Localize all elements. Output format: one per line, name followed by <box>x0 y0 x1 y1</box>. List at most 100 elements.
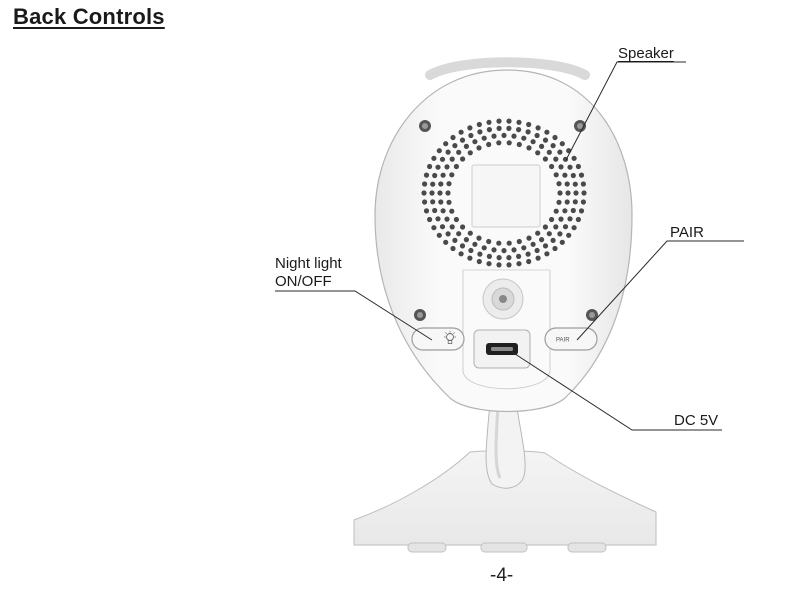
speaker-hole <box>535 255 541 261</box>
speaker-hole <box>542 224 549 230</box>
speaker-hole <box>435 216 441 222</box>
speaker-hole <box>564 181 570 187</box>
speaker-hole <box>477 251 483 257</box>
speaker-hole <box>476 145 482 151</box>
speaker-hole <box>463 143 469 149</box>
speaker-hole <box>526 145 532 151</box>
speaker-hole <box>534 132 540 139</box>
speaker-hole <box>427 163 433 170</box>
speaker-hole <box>460 224 466 230</box>
speaker-hole <box>570 172 576 179</box>
speaker-hole <box>458 251 464 257</box>
speaker-hole <box>506 118 512 124</box>
speaker-hole <box>521 245 527 251</box>
pair-button[interactable]: PAIR <box>544 327 598 351</box>
speaker-hole <box>481 135 487 141</box>
speaker-hole <box>496 255 502 261</box>
dc-power-port[interactable] <box>473 329 531 369</box>
speaker-hole <box>516 238 522 245</box>
speaker-hole <box>444 216 450 222</box>
dc-label: DC 5V <box>674 412 719 429</box>
speaker-hole <box>453 216 459 223</box>
speaker-hole <box>436 148 442 154</box>
speaker-hole <box>558 164 564 170</box>
speaker-hole <box>431 155 437 161</box>
speaker-hole <box>458 129 464 135</box>
speaker-hole <box>562 172 568 178</box>
speaker-hole <box>450 134 456 141</box>
speaker-hole <box>423 172 430 178</box>
speaker-hole <box>567 216 573 222</box>
speaker-hole <box>452 237 458 243</box>
speaker-hole <box>580 199 587 205</box>
speaker-hole <box>496 118 502 124</box>
speaker-hole <box>446 181 452 187</box>
speaker-hole <box>562 224 569 230</box>
speaker-hole <box>581 190 587 196</box>
night-light-button[interactable] <box>411 327 465 351</box>
speaker-hole <box>550 237 556 243</box>
speaker-hole <box>544 251 550 257</box>
speaker-hole <box>564 199 570 205</box>
speaker-hole <box>530 139 536 145</box>
speaker-hole <box>486 141 492 148</box>
speaker-hole <box>468 132 474 139</box>
speaker-hole <box>423 208 430 214</box>
speaker-hole <box>446 199 452 205</box>
speaker-hole <box>453 163 459 170</box>
speaker-hole <box>445 231 451 237</box>
speaker-hole <box>486 119 492 125</box>
speaker-grille <box>421 118 587 268</box>
speaker-hole <box>481 245 487 251</box>
camera-body <box>374 69 633 413</box>
speaker-hole <box>552 245 558 252</box>
speaker-hole <box>438 199 444 205</box>
speaker-hole <box>550 143 556 149</box>
speaker-hole <box>506 255 512 261</box>
speaker-hole <box>430 181 436 187</box>
speaker-hole <box>557 149 563 155</box>
speaker-hole <box>516 141 522 148</box>
speaker-hole <box>445 190 451 196</box>
speaker-hole <box>580 181 587 187</box>
speaker-hole <box>439 224 446 230</box>
speaker-hole <box>559 239 565 245</box>
speaker-hole <box>572 199 578 205</box>
speaker-hole <box>472 241 478 247</box>
speaker-hole <box>506 240 512 246</box>
speaker-hole <box>432 207 438 214</box>
speaker-hole <box>573 190 579 196</box>
speaker-hole <box>476 121 482 128</box>
speaker-hole <box>525 129 531 135</box>
callout-lines <box>275 61 744 431</box>
speaker-hole <box>575 163 582 170</box>
speaker-hole <box>516 119 522 125</box>
lightbulb-icon <box>444 331 456 344</box>
speaker-hole <box>553 208 559 214</box>
speaker-hole <box>511 133 517 139</box>
speaker-hole <box>431 225 437 231</box>
speaker-hole <box>546 149 552 155</box>
speaker-hole <box>562 208 568 214</box>
speaker-hole <box>557 231 563 237</box>
speaker-hole <box>546 231 552 237</box>
section-title: Back Controls <box>13 4 165 29</box>
speaker-hole <box>440 208 446 214</box>
speaker-hole <box>432 172 438 179</box>
speaker-hole <box>459 137 466 143</box>
speaker-hole <box>539 143 545 149</box>
speaker-hole <box>506 262 512 268</box>
speaker-hole <box>460 156 466 162</box>
speaker-hole <box>558 216 564 222</box>
speaker-hole <box>476 235 482 241</box>
speaker-hole <box>468 247 474 254</box>
speaker-hole <box>496 240 502 246</box>
speaker-hole <box>476 258 482 265</box>
speaker-hole <box>570 207 576 214</box>
speaker-hole <box>486 261 492 267</box>
speaker-label: Speaker <box>618 45 674 62</box>
speaker-hole <box>516 253 522 259</box>
sensor-icon <box>482 278 524 320</box>
speaker-hole <box>525 251 531 257</box>
speaker-hole <box>467 230 473 236</box>
